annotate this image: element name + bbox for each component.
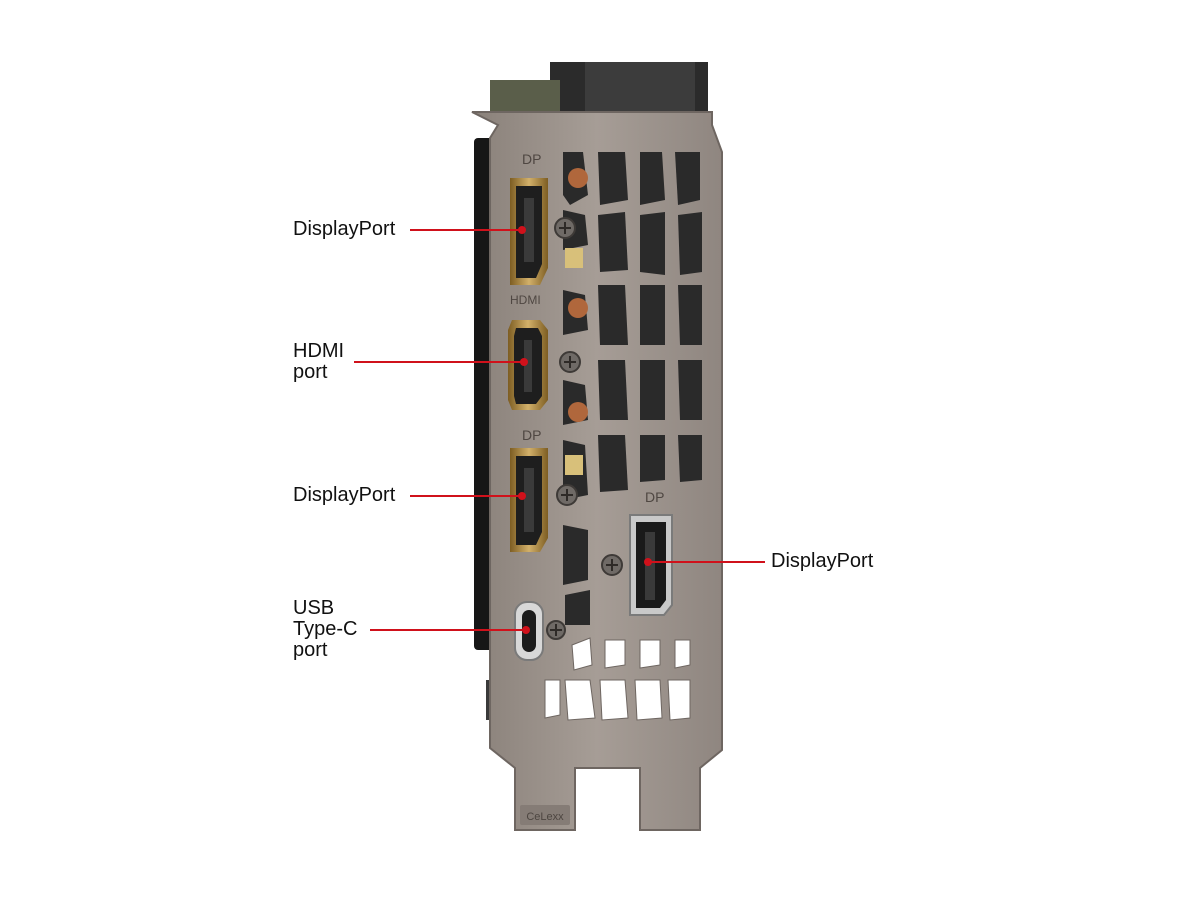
- callout-text: USB: [293, 597, 335, 619]
- callout-text: DisplayPort: [293, 484, 396, 506]
- leader-dot-dp-2: [518, 492, 526, 500]
- vent-grid: [563, 152, 702, 625]
- callout-text: HDMI: [293, 340, 345, 362]
- callout-text: DisplayPort: [293, 218, 396, 240]
- bracket-tab-marking: CeLexx: [526, 811, 564, 823]
- dp-right-marking: DP: [645, 489, 664, 505]
- callout-displayport-2: DisplayPort: [293, 485, 395, 506]
- port-markings: DP HDMI DP DP: [510, 151, 664, 505]
- leader-dot-hdmi: [520, 358, 528, 366]
- leader-dot-dp-1: [518, 226, 526, 234]
- callout-text: Type-C: [293, 618, 358, 640]
- callout-hdmi-port: HDMI port: [293, 341, 344, 383]
- callout-text: port: [293, 639, 328, 661]
- callout-text: port: [293, 361, 328, 383]
- callout-displayport-1: DisplayPort: [293, 219, 395, 240]
- callout-displayport-3: DisplayPort: [771, 551, 873, 572]
- leader-dot-dp-3: [644, 558, 652, 566]
- displayport-connector-2: [510, 448, 578, 552]
- dp-middle-marking: DP: [522, 427, 541, 443]
- hdmi-marking: HDMI: [510, 293, 541, 307]
- heatpipe-glimpse: [565, 168, 588, 475]
- hdmi-connector: [508, 320, 581, 410]
- bracket-cutouts: [544, 637, 691, 721]
- callout-usb-type-c-port: USB Type-C port: [293, 598, 357, 661]
- leader-dot-usb-c: [522, 626, 530, 634]
- dp-top-marking: DP: [522, 151, 541, 167]
- callout-text: DisplayPort: [771, 550, 874, 572]
- displayport-connector-3: [601, 514, 673, 616]
- displayport-connector-1: [510, 178, 576, 285]
- callout-leaders: [354, 226, 765, 634]
